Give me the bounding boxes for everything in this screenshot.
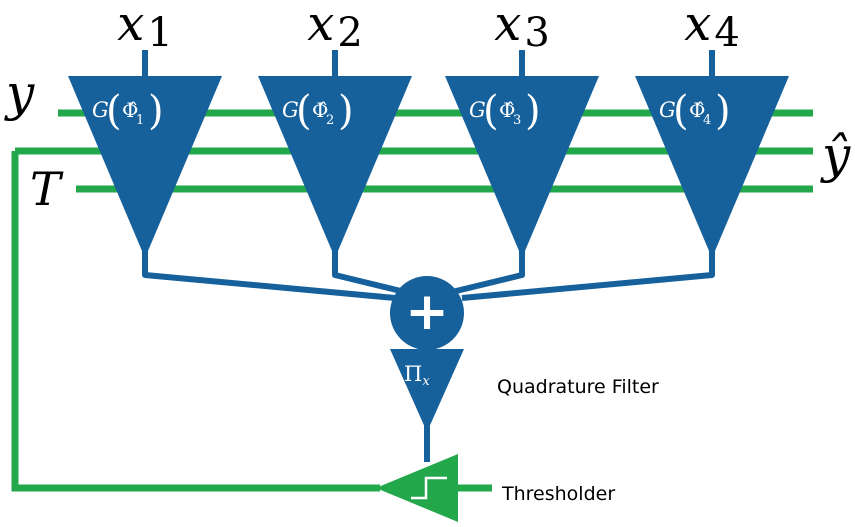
g-block-4-arg: Φ̂ (689, 98, 705, 122)
input-label-2: x2 (307, 0, 363, 56)
thresholder-label: Thresholder (501, 483, 615, 505)
g-block-3-sub: 3 (513, 113, 521, 128)
thresholder (376, 454, 458, 522)
g-block-4-sub: 4 (703, 113, 711, 128)
g-block-2-sub: 2 (326, 113, 334, 128)
summing-junction-circle (390, 276, 464, 350)
g-block-2-paren-close: ) (338, 88, 354, 134)
quadrature-filter-label: Quadrature Filter (497, 376, 659, 398)
g-block-1-paren-close: ) (148, 88, 164, 134)
g-block-2-paren-open: ( (296, 88, 312, 134)
input-label-1: x1 (117, 0, 173, 56)
g-block-2: G ( Φ̂ 2 ) (258, 76, 412, 258)
y-hat-label: ŷ (820, 126, 851, 184)
output-wire-2 (332, 250, 406, 295)
output-wire-3 (451, 250, 525, 295)
input-label-3: x3 (494, 0, 550, 56)
g-block-3: G ( Φ̂ 3 ) (445, 76, 599, 258)
g-block-1-arg: Φ̂ (122, 98, 138, 122)
output-wire-1 (142, 250, 396, 301)
quadrature-filter-symbol: Πx (404, 362, 430, 389)
g-block-3-fn: G (469, 98, 486, 122)
quadrature-filter-shape (390, 349, 464, 432)
g-block-2-fn: G (282, 98, 299, 122)
g-block-1: G ( Φ̂ 1 ) (68, 76, 222, 258)
summing-junction: + (390, 276, 464, 350)
step-function-icon (411, 476, 447, 500)
g-block-4-paren-open: ( (673, 88, 689, 134)
g-block-3-shape (445, 76, 599, 258)
feedback-loop-line (11, 151, 380, 492)
g-block-3-arg: Φ̂ (499, 98, 515, 122)
g-block-3-paren-open: ( (483, 88, 499, 134)
quadrature-filter: Πx (390, 349, 464, 432)
g-block-2-arg: Φ̂ (312, 98, 328, 122)
g-block-4-fn: G (659, 98, 676, 122)
g-block-3-paren-close: ) (525, 88, 541, 134)
input-labels: x1 x2 x3 x4 (117, 0, 740, 56)
g-block-1-sub: 1 (136, 113, 144, 128)
g-block-2-shape (258, 76, 412, 258)
t-label: T (30, 162, 64, 216)
g-block-4-paren-close: ) (715, 88, 731, 134)
output-wire-4 (461, 250, 715, 301)
g-block-1-paren-open: ( (106, 88, 122, 134)
thresholder-shape (376, 454, 458, 522)
plus-icon: + (405, 282, 449, 342)
g-block-1-fn: G (92, 98, 109, 122)
input-label-4: x4 (684, 0, 740, 56)
y-label: y (4, 64, 35, 122)
g-block-1-shape (68, 76, 222, 258)
g-block-4: G ( Φ̂ 4 ) (635, 76, 789, 258)
g-block-4-shape (635, 76, 789, 258)
